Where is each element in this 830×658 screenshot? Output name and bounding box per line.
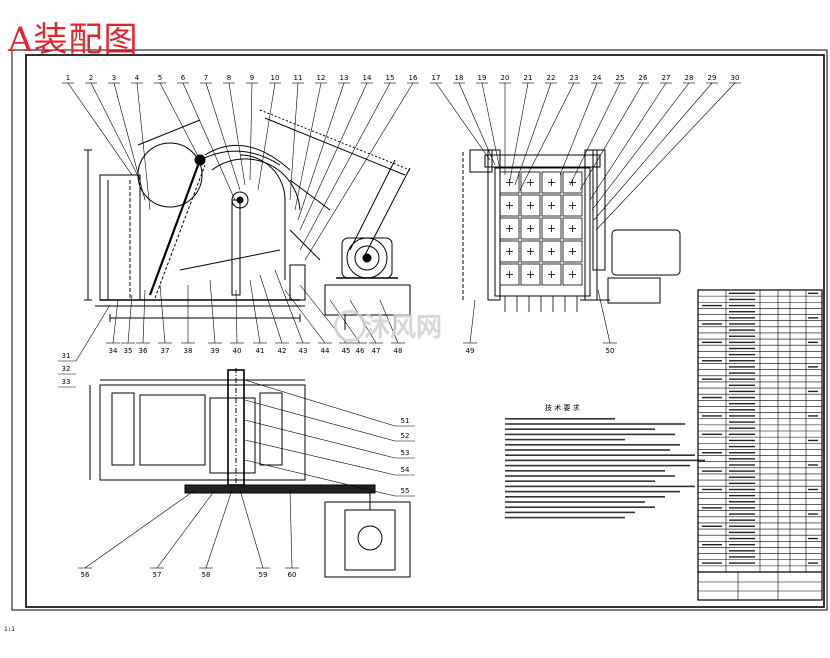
balloon-7: 7 <box>204 74 208 82</box>
drawing-title: A装配图 <box>8 20 139 60</box>
plan-view <box>89 368 411 578</box>
balloon-29: 29 <box>708 74 717 82</box>
balloon-31: 31 <box>62 352 71 360</box>
watermark-logo-icon <box>334 310 366 342</box>
balloon-28: 28 <box>685 74 694 82</box>
balloon-48: 48 <box>394 347 403 355</box>
motor-plan-frame <box>324 501 411 578</box>
balloon-27: 27 <box>662 74 671 82</box>
balloon-11: 11 <box>294 74 303 82</box>
balloon-30: 30 <box>731 74 740 82</box>
eccentric-shaft-plan <box>227 369 245 486</box>
balloon-41: 41 <box>256 347 265 355</box>
balloon-23: 23 <box>570 74 579 82</box>
balloon-54: 54 <box>401 466 410 474</box>
motor-base <box>324 284 411 316</box>
scale-mark: 1:1 <box>4 626 15 633</box>
balloon-51: 51 <box>401 417 410 425</box>
balloon-1: 1 <box>66 74 70 82</box>
technical-notes <box>505 418 705 519</box>
balloon-44: 44 <box>321 347 330 355</box>
balloon-35: 35 <box>124 347 133 355</box>
balloon-55: 55 <box>401 487 410 495</box>
belt-guard <box>184 484 376 494</box>
balloon-2: 2 <box>89 74 93 82</box>
balloon-36: 36 <box>139 347 148 355</box>
flywheel-outline <box>137 142 203 208</box>
frame-grid <box>499 171 583 312</box>
balloon-12: 12 <box>317 74 326 82</box>
inner-border <box>25 54 825 608</box>
balloon-43: 43 <box>299 347 308 355</box>
balloon-3: 3 <box>112 74 116 82</box>
balloon-20: 20 <box>501 74 510 82</box>
balloon-8: 8 <box>227 74 231 82</box>
jaw-plate <box>148 159 202 296</box>
balloon-49: 49 <box>466 347 475 355</box>
balloon-60: 60 <box>288 571 297 579</box>
balloon-26: 26 <box>639 74 648 82</box>
balloon-50: 50 <box>606 347 615 355</box>
leader-lines <box>58 82 741 569</box>
plan-outline <box>99 384 306 481</box>
balloon-13: 13 <box>340 74 349 82</box>
balloon-45: 45 <box>342 347 351 355</box>
balloon-38: 38 <box>184 347 193 355</box>
frame-front <box>494 167 591 297</box>
parts-list-table <box>697 289 823 601</box>
balloon-56: 56 <box>81 571 90 579</box>
balloon-5: 5 <box>158 74 162 82</box>
balloon-9: 9 <box>250 74 254 82</box>
balloon-32: 32 <box>62 365 71 373</box>
balloon-21: 21 <box>524 74 533 82</box>
balloon-18: 18 <box>455 74 464 82</box>
notes-title: 技 术 要 求 <box>545 404 580 412</box>
balloon-10: 10 <box>271 74 280 82</box>
balloon-15: 15 <box>386 74 395 82</box>
front-elevation-view <box>84 109 411 322</box>
end-elevation-view <box>462 149 681 304</box>
balloon-59: 59 <box>259 571 268 579</box>
balloon-37: 37 <box>161 347 170 355</box>
feed-box <box>99 174 141 301</box>
balloon-52: 52 <box>401 432 410 440</box>
balloon-39: 39 <box>211 347 220 355</box>
balloon-57: 57 <box>153 571 162 579</box>
balloon-33: 33 <box>62 378 71 386</box>
balloon-47: 47 <box>372 347 381 355</box>
balloon-25: 25 <box>616 74 625 82</box>
balloon-17: 17 <box>432 74 441 82</box>
balloon-16: 16 <box>409 74 418 82</box>
balloon-4: 4 <box>135 74 140 82</box>
toggle-rod <box>231 199 241 296</box>
balloon-34: 34 <box>109 347 118 355</box>
pitman-arc <box>239 154 286 280</box>
motor-side-view <box>324 237 411 330</box>
balloon-22: 22 <box>547 74 556 82</box>
outer-border <box>11 49 828 611</box>
watermark-text: 沐风网 <box>364 313 443 343</box>
balloon-53: 53 <box>401 449 410 457</box>
balloon-42: 42 <box>278 347 287 355</box>
balloon-58: 58 <box>202 571 211 579</box>
balloon-6: 6 <box>181 74 186 82</box>
balloon-19: 19 <box>478 74 487 82</box>
balloon-24: 24 <box>593 74 602 82</box>
balloon-40: 40 <box>233 347 242 355</box>
motor-end <box>611 229 681 276</box>
balloon-46: 46 <box>356 347 365 355</box>
balloon-14: 14 <box>363 74 372 82</box>
